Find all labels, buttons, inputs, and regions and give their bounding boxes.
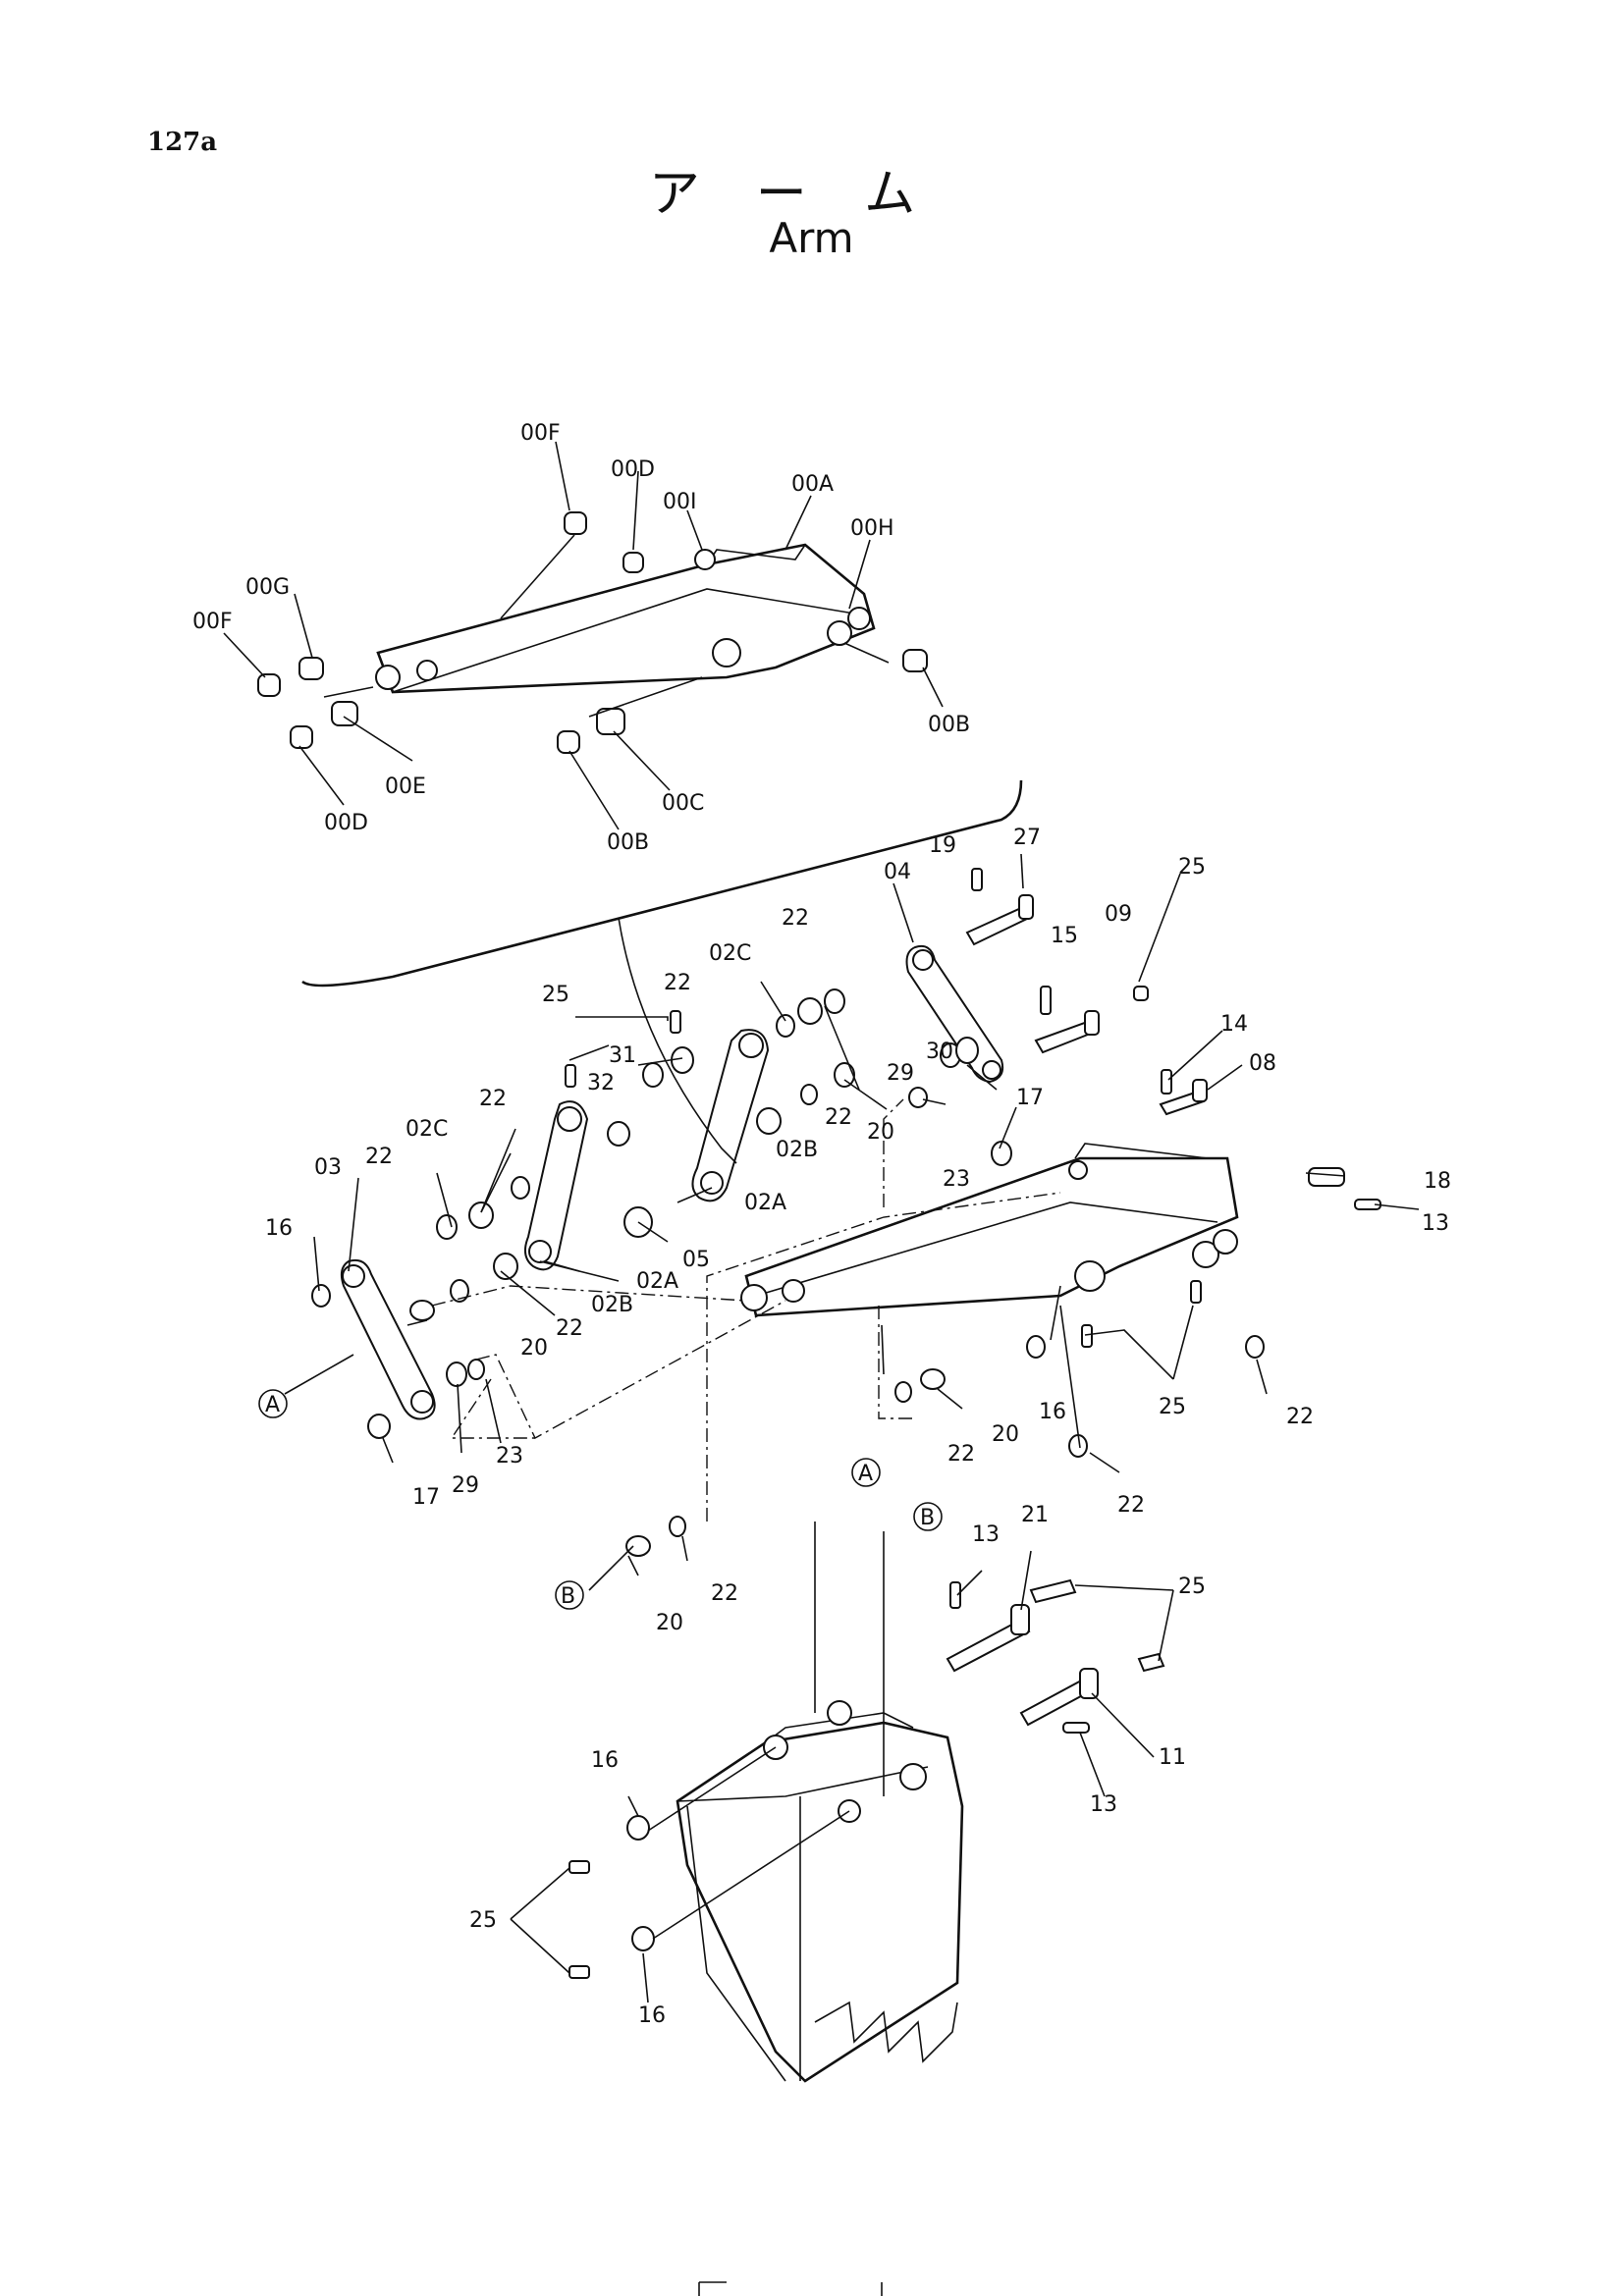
label-20: 20 bbox=[656, 1611, 683, 1635]
label-25: 25 bbox=[1178, 1575, 1206, 1599]
label-25: 25 bbox=[1178, 855, 1206, 880]
label-17: 17 bbox=[1016, 1086, 1044, 1110]
label-16: 16 bbox=[265, 1216, 293, 1241]
pins-and-bushings-mid bbox=[311, 868, 1381, 1557]
label-22: 22 bbox=[1286, 1405, 1314, 1429]
label-25: 25 bbox=[469, 1908, 497, 1933]
label-02A: 02A bbox=[636, 1269, 678, 1294]
label-16: 16 bbox=[1039, 1400, 1066, 1424]
label-05: 05 bbox=[682, 1248, 710, 1272]
title-english: Arm bbox=[769, 214, 854, 262]
label-03: 03 bbox=[314, 1155, 342, 1180]
label-32: 32 bbox=[587, 1071, 615, 1095]
label-29: 29 bbox=[887, 1061, 914, 1086]
label-08: 08 bbox=[1249, 1051, 1276, 1076]
pins-bottom bbox=[568, 1578, 1165, 1979]
reference-circle-a bbox=[258, 1389, 288, 1418]
label-16: 16 bbox=[638, 2003, 666, 2028]
label-27: 27 bbox=[1013, 826, 1041, 850]
label-09: 09 bbox=[1105, 902, 1132, 927]
arm-body-mid bbox=[618, 917, 1239, 1317]
label-02B: 02B bbox=[776, 1138, 818, 1162]
link-03 bbox=[340, 1258, 436, 1420]
label-22: 22 bbox=[782, 906, 809, 931]
arm-assembly-inset bbox=[301, 543, 1023, 988]
label-11: 11 bbox=[1159, 1745, 1186, 1770]
label-22: 22 bbox=[365, 1145, 393, 1169]
label-00D: 00D bbox=[611, 457, 655, 482]
label-13: 13 bbox=[1422, 1211, 1449, 1236]
label-25: 25 bbox=[542, 983, 569, 1007]
label-00G: 00G bbox=[245, 575, 290, 600]
label-18: 18 bbox=[1424, 1169, 1451, 1194]
label-13: 13 bbox=[972, 1522, 1000, 1547]
footer-marks bbox=[698, 2281, 883, 2296]
label-20: 20 bbox=[867, 1120, 894, 1145]
label-14: 14 bbox=[1220, 1012, 1248, 1037]
leader-lines-inset bbox=[223, 441, 944, 830]
label-29: 29 bbox=[452, 1473, 479, 1498]
label-A: A bbox=[265, 1393, 280, 1417]
label-00B: 00B bbox=[607, 830, 649, 855]
label-00H: 00H bbox=[850, 516, 894, 541]
label-00E: 00E bbox=[385, 774, 426, 799]
label-30: 30 bbox=[926, 1040, 953, 1064]
label-22: 22 bbox=[1117, 1493, 1145, 1518]
reference-circle-b-bucket bbox=[913, 1502, 943, 1531]
label-02C: 02C bbox=[709, 941, 751, 966]
label-17: 17 bbox=[412, 1485, 440, 1510]
label-00B: 00B bbox=[928, 713, 970, 737]
label-22: 22 bbox=[825, 1105, 852, 1130]
label-22: 22 bbox=[479, 1087, 507, 1111]
label-20: 20 bbox=[520, 1336, 548, 1361]
label-00D: 00D bbox=[324, 811, 368, 835]
label-B: B bbox=[561, 1584, 575, 1609]
label-00C: 00C bbox=[662, 791, 704, 816]
label-13: 13 bbox=[1090, 1792, 1117, 1817]
callout-labels: 00F 00D 00I 00A 00H 00G 00F 00B 00E 00D … bbox=[192, 421, 1451, 2028]
label-25: 25 bbox=[1159, 1395, 1186, 1419]
label-31: 31 bbox=[609, 1043, 636, 1068]
title-japanese: アーム bbox=[648, 165, 975, 224]
leader-lines-bottom bbox=[510, 1550, 1174, 2003]
label-00I: 00I bbox=[663, 490, 696, 514]
leader-lines-mid bbox=[284, 853, 1420, 1591]
reference-circle-a-bucket bbox=[851, 1458, 881, 1487]
label-23: 23 bbox=[496, 1444, 523, 1468]
label-15: 15 bbox=[1051, 924, 1078, 948]
link-02a-pair bbox=[523, 1029, 770, 1271]
bushings-inset bbox=[257, 511, 928, 754]
label-00F: 00F bbox=[520, 421, 561, 446]
label-16: 16 bbox=[591, 1748, 619, 1773]
label-02C: 02C bbox=[406, 1117, 448, 1142]
label-22: 22 bbox=[664, 971, 691, 995]
label-19: 19 bbox=[929, 833, 956, 858]
page-number: 127a bbox=[147, 128, 218, 157]
label-04: 04 bbox=[884, 860, 911, 884]
label-22: 22 bbox=[556, 1316, 583, 1341]
label-00A: 00A bbox=[791, 472, 834, 497]
label-A: A bbox=[858, 1462, 873, 1486]
label-22: 22 bbox=[947, 1442, 975, 1467]
label-21: 21 bbox=[1021, 1503, 1049, 1527]
label-02A: 02A bbox=[744, 1191, 786, 1215]
label-20: 20 bbox=[992, 1422, 1019, 1447]
label-22: 22 bbox=[711, 1581, 738, 1606]
label-00F: 00F bbox=[192, 610, 233, 634]
label-23: 23 bbox=[943, 1167, 970, 1192]
bucket bbox=[676, 1522, 964, 2083]
label-02B: 02B bbox=[591, 1293, 633, 1317]
reference-circle-b bbox=[555, 1580, 584, 1610]
label-B: B bbox=[920, 1506, 935, 1530]
